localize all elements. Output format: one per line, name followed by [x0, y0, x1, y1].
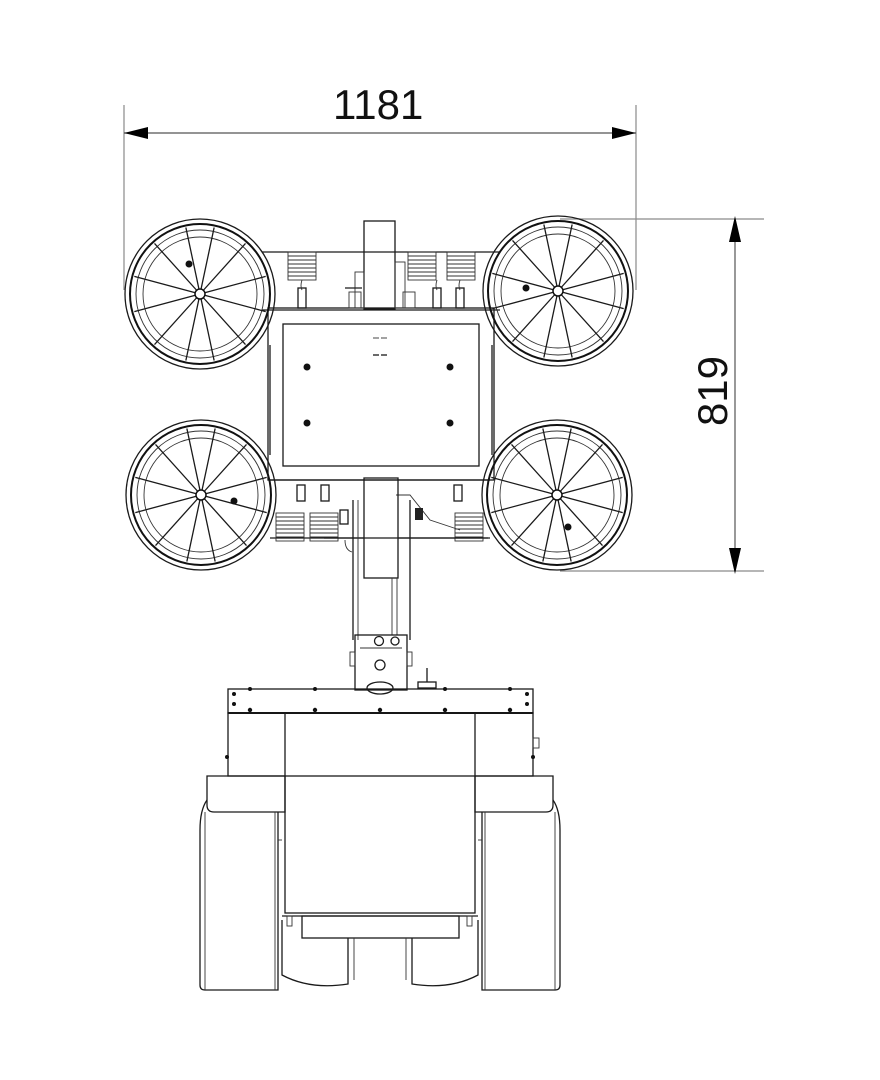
mast-arm	[352, 477, 411, 640]
hoses-bottom	[275, 484, 488, 553]
dimension-width-label: 1181	[333, 81, 424, 128]
hoses-top	[287, 251, 476, 309]
chassis-body	[225, 712, 540, 914]
dimension-height	[560, 216, 764, 574]
fenders	[206, 775, 554, 813]
mast-top	[345, 220, 416, 310]
mounting-hole	[446, 419, 454, 427]
suction-pad-top-right	[482, 215, 634, 367]
mounting-hole	[303, 363, 311, 371]
dimension-width	[123, 105, 637, 290]
mounting-hole	[446, 363, 454, 371]
rear-wheels	[278, 839, 482, 987]
rotator-joint	[349, 634, 437, 695]
suction-pad-bottom-left	[125, 419, 277, 571]
mounting-hole	[303, 419, 311, 427]
suction-pad-top-left	[124, 218, 276, 370]
front-wheels	[199, 799, 561, 991]
chassis-crossbar	[227, 687, 534, 714]
center-plate	[267, 307, 495, 481]
dimension-height-label: 819	[689, 355, 736, 427]
suction-pad-bottom-right	[481, 419, 633, 571]
